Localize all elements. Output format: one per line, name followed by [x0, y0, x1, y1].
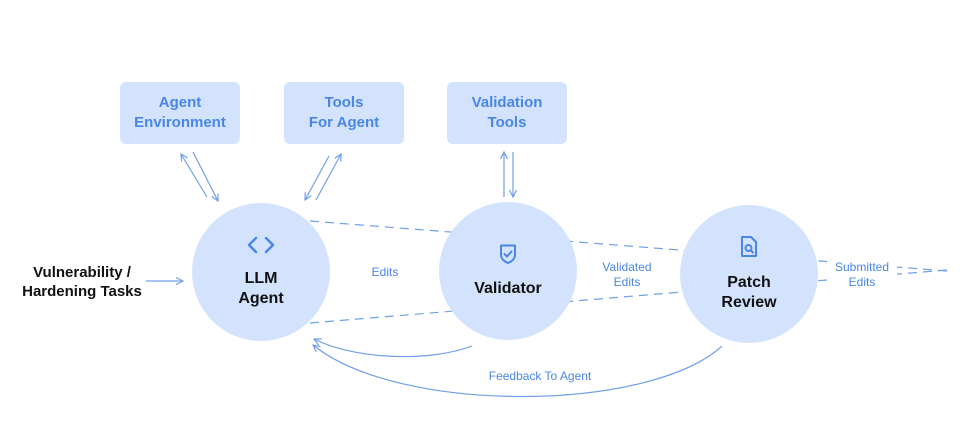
submitted-edits-line1: Submitted — [834, 260, 890, 274]
feedback-label: Feedback To Agent — [488, 369, 592, 383]
validator-feedback-arrow — [314, 339, 473, 358]
agent-environment-label-line2: Environment — [134, 114, 226, 131]
agent-to-tools-arrow — [315, 154, 341, 201]
llm-agent-label-line1: LLM — [244, 270, 278, 287]
input-tasks-line1: Vulnerability / — [33, 264, 131, 281]
review-feedback-arrow — [313, 345, 723, 398]
tools-for-agent-box: Tools For Agent — [284, 82, 404, 144]
validated-edits-line1: Validated — [602, 260, 652, 274]
tools-for-agent-label-line2: For Agent — [308, 114, 380, 131]
validated-edits-label: Validated Edits — [592, 260, 662, 290]
submitted-edits-label: Submitted Edits — [827, 260, 897, 290]
tools-to-agent-arrow — [305, 155, 330, 200]
tools-for-agent-label-line1: Tools — [324, 94, 364, 111]
llm-agent-node: LLM Agent — [192, 203, 330, 341]
submitted-edits-line2: Edits — [848, 275, 876, 289]
agent-to-env-arrow — [181, 154, 208, 198]
validator-node: Validator — [439, 202, 577, 340]
input-tasks-label: Vulnerability / Hardening Tasks — [8, 263, 156, 301]
validation-tools-label-line2: Tools — [487, 114, 527, 131]
validation-tools-box: Validation Tools — [447, 82, 567, 144]
patch-review-node: Patch Review — [680, 205, 818, 343]
document-search-icon — [739, 235, 759, 265]
agent-environment-label-line1: Agent — [158, 94, 202, 111]
patch-review-label-line2: Review — [721, 294, 777, 311]
validated-edits-line2: Edits — [613, 275, 641, 289]
validator-label: Validator — [474, 280, 542, 297]
code-icon — [246, 235, 276, 261]
edits-label: Edits — [371, 265, 399, 279]
patch-review-label-line1: Patch — [727, 274, 771, 291]
input-tasks-line2: Hardening Tasks — [22, 283, 142, 300]
shield-check-icon — [498, 243, 518, 271]
validation-tools-label-line1: Validation — [471, 94, 543, 111]
env-to-agent-arrow — [192, 151, 218, 201]
llm-agent-label-line2: Agent — [238, 290, 284, 307]
agent-environment-box: Agent Environment — [120, 82, 240, 144]
